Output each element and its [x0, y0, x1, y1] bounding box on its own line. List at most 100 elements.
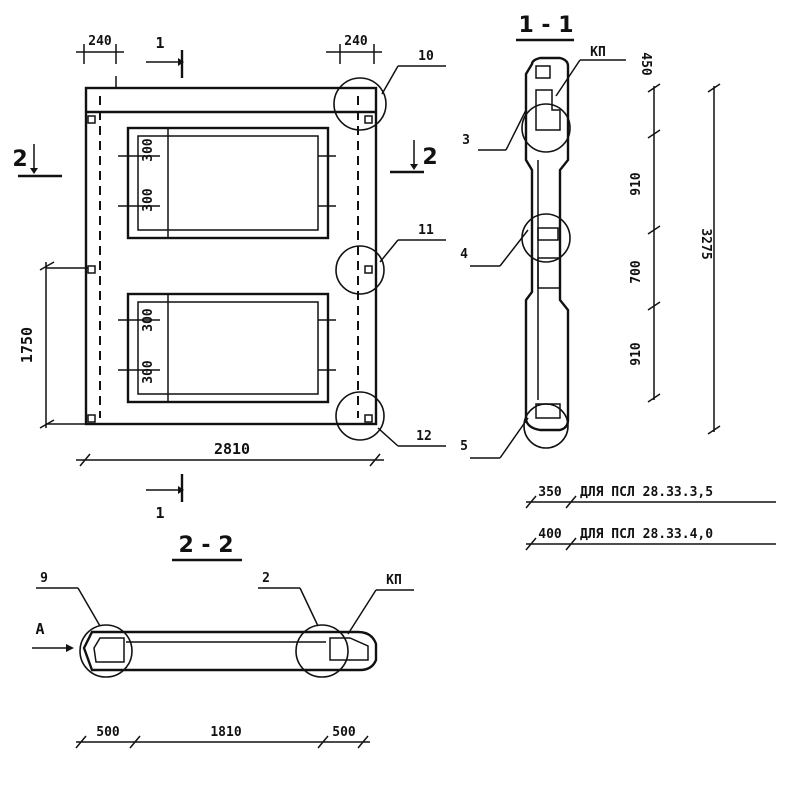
- detail-circle-5: [523, 403, 569, 449]
- callout-3: 3: [462, 133, 470, 148]
- section11-title: 1 - 1: [518, 13, 573, 38]
- cut1-top-label: 1: [155, 34, 164, 52]
- detail-circle-11: [335, 245, 385, 295]
- dim-tick: [565, 495, 577, 509]
- anchor-square: [87, 414, 96, 423]
- leader: [499, 229, 529, 267]
- detail-circle-10: [333, 77, 387, 131]
- dim-window2-a: 300: [141, 308, 156, 332]
- note1-text: ДЛЯ ПСЛ 28.33.3,5: [580, 485, 713, 500]
- view-a-label: А: [35, 620, 44, 638]
- profile-top-block: [535, 89, 561, 131]
- section11-profile: [524, 56, 570, 432]
- dim-tick: [369, 453, 381, 467]
- lower-window-inner: [137, 301, 319, 395]
- callout-4: 4: [460, 247, 468, 262]
- anchor-square: [87, 115, 96, 124]
- cut2-left-label: 2: [12, 147, 27, 172]
- dim-tick: [647, 129, 661, 139]
- section11-kp-label: КП: [590, 45, 606, 60]
- note2-text: ДЛЯ ПСЛ 28.33.4,0: [580, 527, 713, 542]
- dim-top-left: 240: [88, 34, 112, 49]
- detail-circle-2: [295, 624, 349, 678]
- callout-10: 10: [418, 49, 434, 64]
- leader: [499, 417, 529, 459]
- leader: [505, 109, 527, 151]
- dim-tick: [525, 495, 537, 509]
- panel-outline: [84, 86, 378, 426]
- dim-tick: [39, 261, 55, 271]
- right-end-block: [329, 637, 369, 661]
- section-2-2: 2 - 2 9 2 КП А 500 1810 500: [32, 533, 414, 749]
- dim-tick: [647, 83, 661, 93]
- callout-9: 9: [40, 571, 48, 586]
- section22-kp-label: КП: [386, 573, 402, 588]
- section-1-1: 1 - 1 КП 3 4 5 450 910: [460, 13, 776, 551]
- dim-tick: [79, 453, 91, 467]
- dim-tick: [647, 393, 661, 403]
- profile-notch: [535, 65, 551, 79]
- dim-700: 700: [629, 260, 644, 284]
- dim-tick: [129, 735, 141, 749]
- anchor-square: [87, 265, 96, 274]
- dim-910a: 910: [629, 172, 644, 196]
- detail-circle-9: [79, 624, 133, 678]
- dim-height: 1750: [18, 327, 36, 363]
- dim-tick: [357, 735, 369, 749]
- dim-right: 500: [332, 725, 356, 740]
- dim-tick: [707, 425, 721, 435]
- dim-mid: 1810: [210, 725, 241, 740]
- note2-dim: 400: [538, 527, 562, 542]
- dim-total: 3275: [698, 228, 713, 259]
- dim-tick: [75, 735, 87, 749]
- section22-title: 2 - 2: [178, 533, 233, 558]
- callout-12: 12: [416, 429, 432, 444]
- anchor-square: [364, 414, 373, 423]
- leader: [299, 587, 319, 627]
- leader: [347, 589, 377, 635]
- dim-450: 450: [638, 52, 653, 76]
- arrowhead: [178, 58, 184, 66]
- leader: [377, 427, 399, 447]
- detail-circle-12: [335, 391, 385, 441]
- anchor-square: [364, 115, 373, 124]
- anchor-square: [364, 265, 373, 274]
- upper-window-inner: [137, 135, 319, 231]
- arrowhead: [30, 168, 38, 174]
- lower-window-outer: [126, 292, 330, 404]
- dim-tick: [647, 301, 661, 311]
- note1-dim: 350: [538, 485, 562, 500]
- arrowhead: [410, 164, 418, 170]
- leader: [77, 587, 101, 627]
- dim-tick: [317, 735, 329, 749]
- dim-top-right: 240: [344, 34, 368, 49]
- upper-window-outer: [126, 126, 330, 240]
- dim-window1-a: 300: [141, 138, 156, 162]
- dim-left: 500: [96, 725, 120, 740]
- callout-5: 5: [460, 439, 468, 454]
- cut2-right-label: 2: [422, 145, 437, 170]
- callout-11: 11: [418, 223, 434, 238]
- detail-circle-3: [521, 103, 571, 153]
- leader: [379, 239, 399, 263]
- plan-view: 300 300 300 300 240 240 1 1 2: [12, 34, 446, 522]
- profile-mid-notch: [537, 227, 559, 241]
- leader: [555, 59, 581, 97]
- cut1-bottom-label: 1: [155, 504, 164, 522]
- dim-tick: [525, 537, 537, 551]
- profile-mid-block: [537, 257, 561, 289]
- detail-circle-4: [521, 213, 571, 263]
- dim-width: 2810: [214, 440, 250, 458]
- arrowhead: [178, 486, 184, 494]
- leader: [381, 65, 399, 95]
- dim-tick: [647, 225, 661, 235]
- section22-profile: [82, 630, 378, 672]
- dim-tick: [707, 83, 721, 93]
- dim-910b: 910: [629, 342, 644, 366]
- left-end-block: [93, 637, 125, 663]
- dim-window2-b: 300: [141, 360, 156, 384]
- dim-window1-b: 300: [141, 188, 156, 212]
- dim-tick: [565, 537, 577, 551]
- callout-2: 2: [262, 571, 270, 586]
